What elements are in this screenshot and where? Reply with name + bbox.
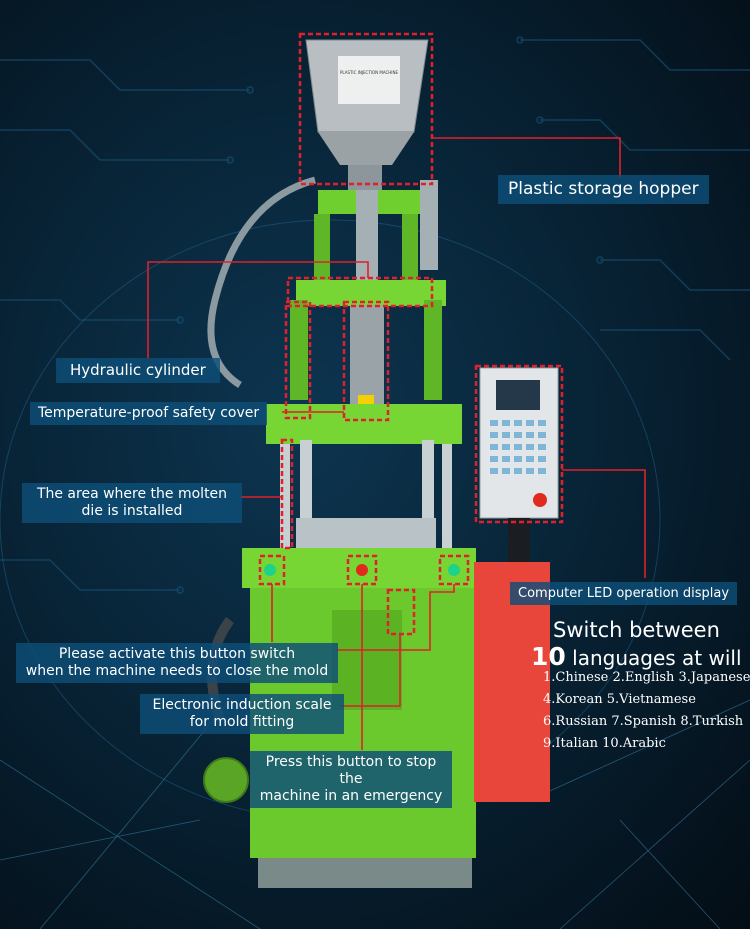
label-close-mold: Please activate this button switch when … [16, 643, 338, 683]
label-close-mold-line2: when the machine needs to close the mold [25, 663, 329, 679]
label-close-mold-line1: Please activate this button switch [58, 646, 296, 662]
languages-headline-text: languages at will [565, 646, 742, 670]
languages-count: 10 [531, 642, 566, 671]
label-hydraulic-cylinder: Hydraulic cylinder [56, 358, 220, 383]
languages-line: 6.Russian 7.Spanish 8.Turkish [543, 714, 744, 729]
label-led-display: Computer LED operation display [510, 582, 738, 605]
languages-line: 9.Italian 10.Arabic [543, 736, 666, 751]
label-safety-cover: Temperature-proof safety cover [30, 402, 268, 425]
label-die-area: The area where the molten die is install… [22, 483, 242, 523]
label-induction-scale-line2: for mold fitting [189, 714, 295, 730]
languages-list: 1.Chinese 2.English 3.Japanese 4.Korean … [543, 667, 750, 755]
label-induction-scale-line1: Electronic induction scale [152, 697, 332, 713]
languages-line: 4.Korean 5.Vietnamese [543, 692, 696, 707]
languages-headline-line1: Switch between [553, 618, 720, 642]
label-emergency-stop: Press this button to stop the machine in… [250, 751, 452, 808]
label-hopper: Plastic storage hopper [498, 175, 709, 204]
languages-line: 1.Chinese 2.English 3.Japanese [543, 670, 750, 685]
label-die-area-line2: die is installed [81, 503, 183, 519]
callout-lines [147, 137, 646, 750]
label-die-area-line1: The area where the molten [36, 486, 228, 502]
network-lines [0, 699, 750, 929]
circuit-background [0, 36, 750, 594]
open-mold-button [448, 564, 460, 576]
callout-boxes [258, 32, 564, 636]
machine-upper [266, 180, 462, 554]
languages-headline-line2: 10 languages at will [531, 642, 742, 671]
close-mold-button [264, 564, 276, 576]
label-induction-scale: Electronic induction scale for mold fitt… [140, 694, 344, 734]
hopper: PLASTIC INJECTION MACHINE [305, 39, 429, 195]
emergency-stop-button [356, 564, 368, 576]
label-emergency-stop-line1: Press this button to stop the [265, 754, 437, 787]
label-emergency-stop-line2: machine in an emergency [259, 788, 443, 804]
hopper-nameplate: PLASTIC INJECTION MACHINE [340, 70, 398, 75]
